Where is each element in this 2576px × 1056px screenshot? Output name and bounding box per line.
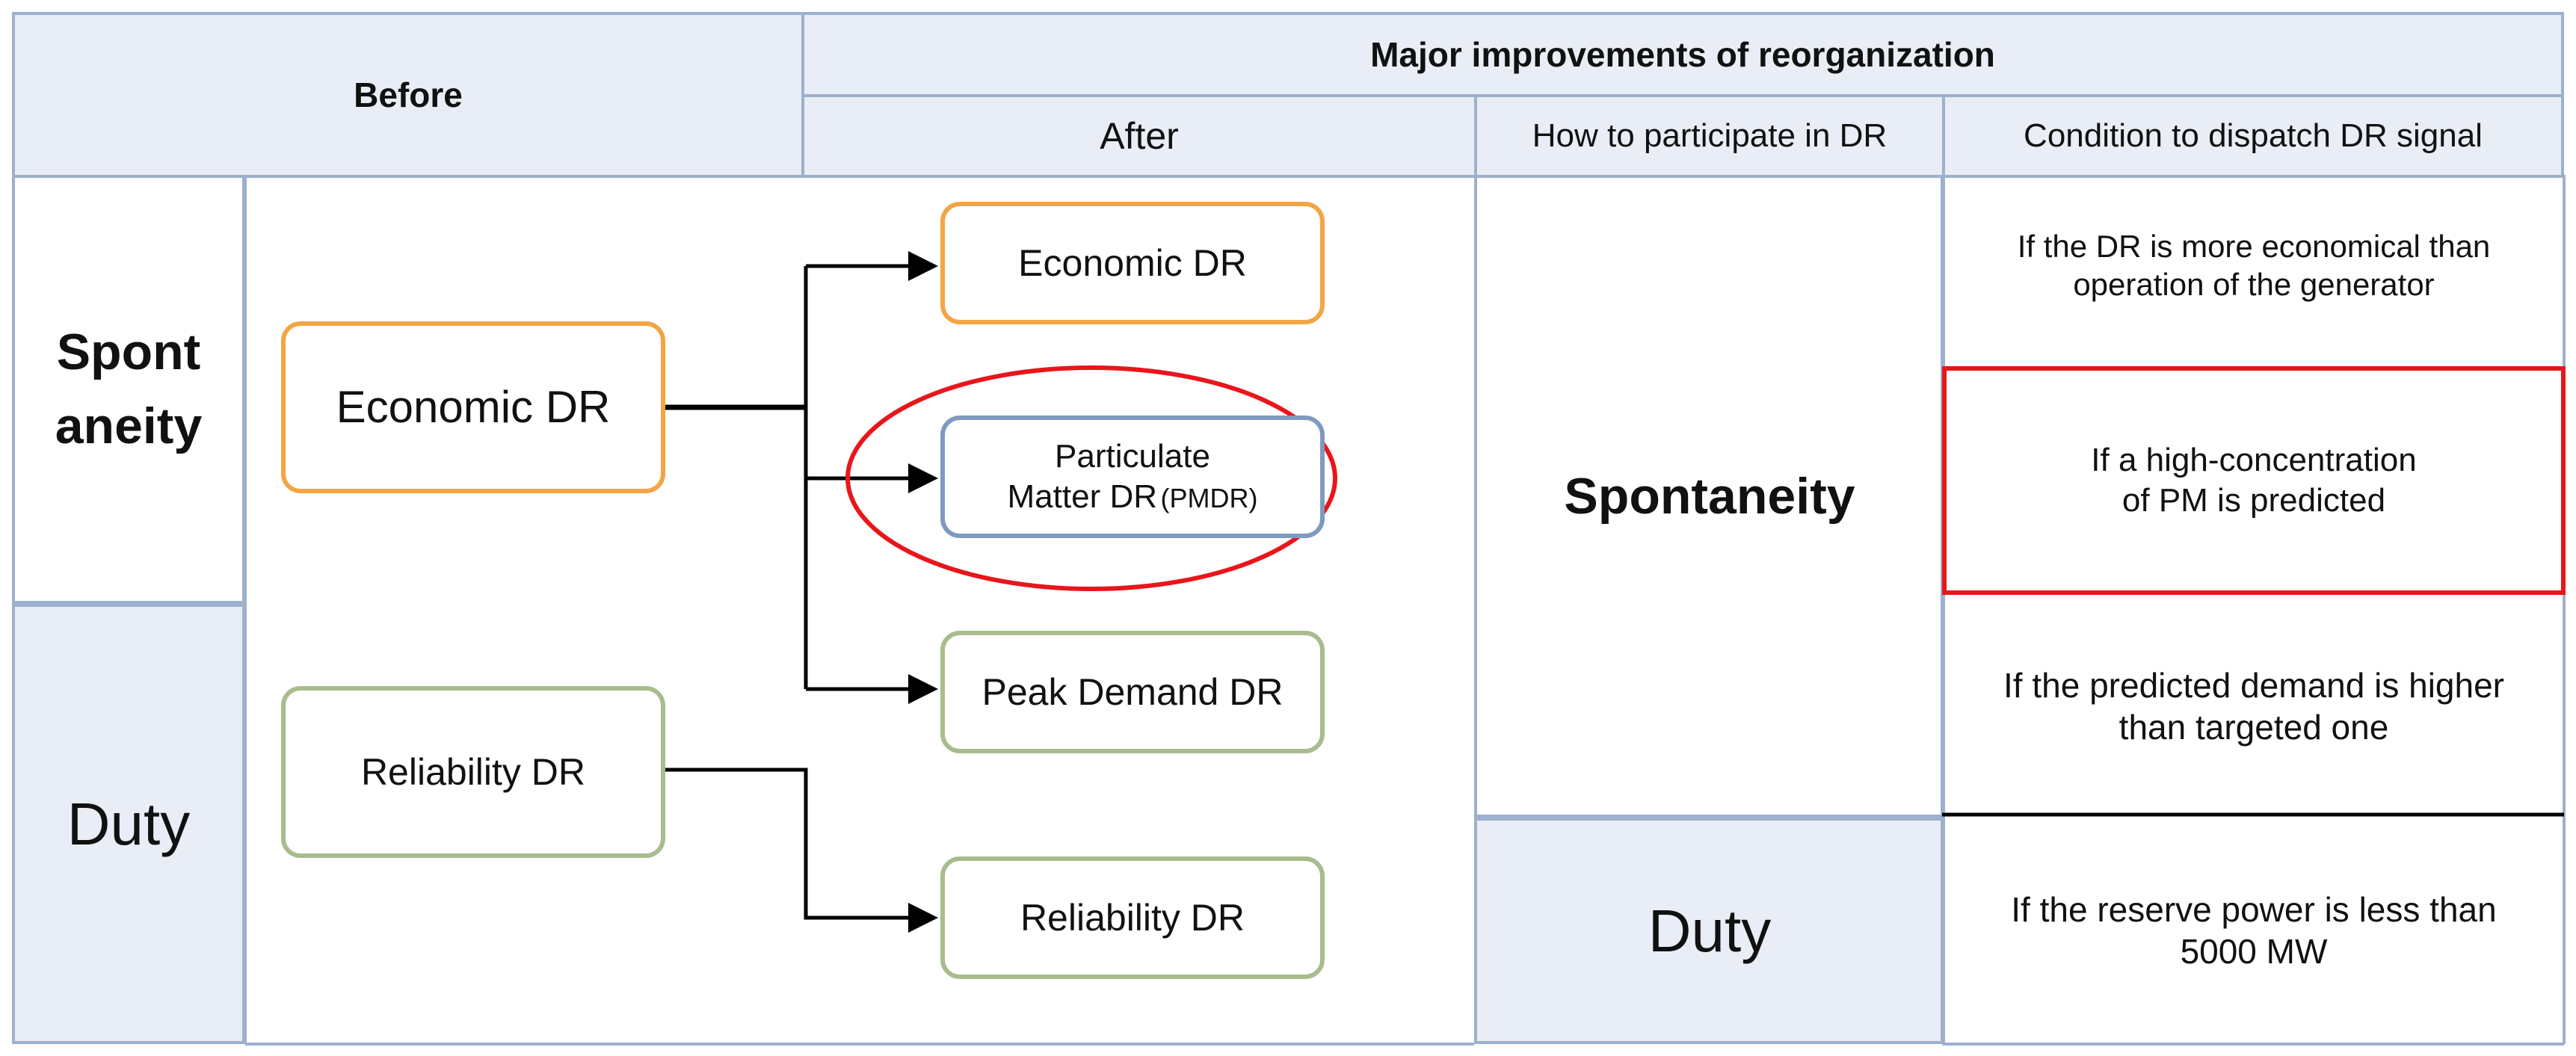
after-peak-demand-dr-box: Peak Demand DR bbox=[940, 631, 1325, 753]
after-economic-dr-box: Economic DR bbox=[940, 202, 1325, 324]
header-condition-label: Condition to dispatch DR signal bbox=[2024, 117, 2483, 155]
after-economic-dr-label: Economic DR bbox=[1018, 241, 1247, 284]
after-pmdr-line2-row: Matter DR (PMDR) bbox=[1008, 477, 1258, 517]
condition-economic-text: If the DR is more economical than operat… bbox=[2017, 228, 2491, 302]
after-reliability-dr-label: Reliability DR bbox=[1020, 896, 1245, 939]
header-before: Before bbox=[12, 12, 804, 178]
before-spontaneity-label: Spont aneity bbox=[55, 324, 203, 454]
condition-reserve-power-text: If the reserve power is less than 5000 M… bbox=[2011, 889, 2497, 971]
how-spontaneity-label: Spontaneity bbox=[1564, 467, 1855, 525]
header-after-label: After bbox=[1100, 114, 1179, 157]
header-major-label: Major improvements of reorganization bbox=[1370, 34, 1995, 74]
header-condition: Condition to dispatch DR signal bbox=[1942, 94, 2564, 178]
condition-reserve-power: If the reserve power is less than 5000 M… bbox=[1945, 859, 2563, 1001]
before-spontaneity-cell: Spont aneity bbox=[12, 175, 245, 604]
after-reliability-dr-box: Reliability DR bbox=[940, 856, 1325, 979]
pmdr-highlight-ellipse bbox=[845, 365, 1337, 591]
before-economic-dr-box: Economic DR bbox=[281, 321, 665, 493]
after-pmdr-line2: Matter DR bbox=[1007, 478, 1158, 515]
before-economic-dr-label: Economic DR bbox=[336, 382, 611, 433]
header-before-label: Before bbox=[354, 75, 463, 114]
how-duty-cell: Duty bbox=[1474, 815, 1945, 1044]
condition-pm-text: If a high-concentration of PM is predict… bbox=[2091, 442, 2417, 519]
header-how-to-participate: How to participate in DR bbox=[1474, 94, 1945, 178]
after-peak-demand-dr-label: Peak Demand DR bbox=[982, 670, 1284, 713]
condition-peak-demand: If the predicted demand is higher than t… bbox=[1945, 635, 2563, 777]
how-duty-label: Duty bbox=[1648, 897, 1772, 964]
condition-peak-demand-text: If the predicted demand is higher than t… bbox=[2003, 665, 2504, 747]
after-pmdr-suffix: (PMDR) bbox=[1160, 483, 1258, 513]
header-how-label: How to participate in DR bbox=[1532, 117, 1888, 155]
before-reliability-dr-box: Reliability DR bbox=[281, 686, 665, 858]
after-pmdr-box: Particulate Matter DR (PMDR) bbox=[940, 416, 1325, 538]
arrow-to-reliability bbox=[662, 768, 938, 933]
condition-pm-highlight-box: If a high-concentration of PM is predict… bbox=[1942, 366, 2566, 595]
before-reliability-dr-label: Reliability DR bbox=[360, 750, 586, 793]
before-duty-label: Duty bbox=[67, 790, 191, 857]
after-pmdr-line1: Particulate bbox=[1055, 438, 1210, 475]
header-after: After bbox=[801, 94, 1477, 178]
how-spontaneity-cell: Spontaneity bbox=[1474, 175, 1945, 818]
condition-economic: If the DR is more economical than operat… bbox=[1945, 202, 2563, 329]
